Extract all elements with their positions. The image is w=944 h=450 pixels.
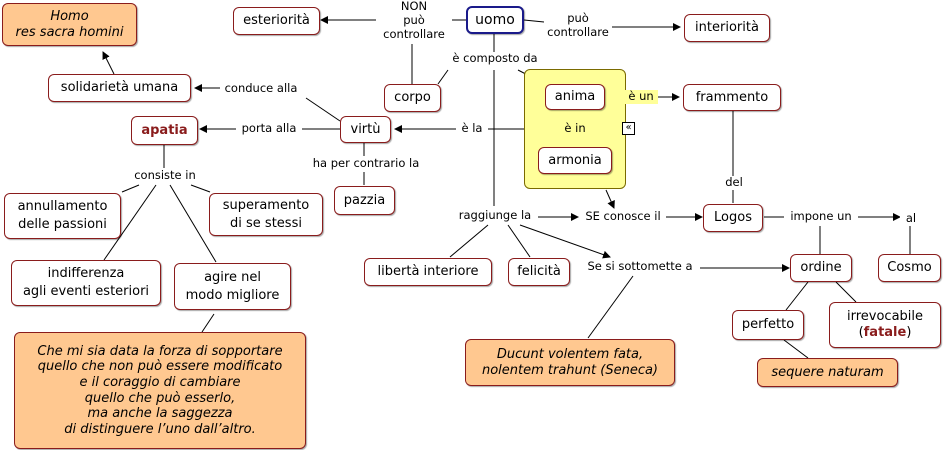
node-virtu[interactable]: virtù [340, 116, 391, 143]
link-label-consiste-in: consiste in [129, 168, 201, 183]
node-preghiera-della-serenita[interactable]: Che mi sia data la forza di sopportare q… [14, 332, 306, 449]
link-line [785, 281, 809, 311]
node-liberta-interiore[interactable]: libertà interiore [364, 258, 492, 286]
link-label-e-un: è un [624, 89, 658, 104]
node-ducunt-volentem-fata[interactable]: Ducunt volentem fata, nolentem trahunt (… [465, 339, 675, 386]
link-label-del: del [721, 175, 747, 190]
link-label-non-puo-controllare: NON può controllare [378, 0, 450, 42]
node-logos[interactable]: Logos [703, 204, 763, 232]
double-chevron-left-icon[interactable]: « [622, 122, 635, 135]
homo-line-2: res sacra homini [15, 24, 124, 40]
homo-line-1: Homo [50, 8, 89, 24]
link-arrow [102, 51, 115, 75]
link-label-impone-un: impone un [784, 209, 858, 224]
link-label-e-in: è in [561, 121, 589, 136]
link-label-ha-per-contrario-la: ha per contrario la [306, 156, 426, 171]
node-perfetto[interactable]: perfetto [732, 310, 804, 340]
node-armonia[interactable]: armonia [538, 147, 612, 174]
node-frammento[interactable]: frammento [683, 84, 781, 111]
irrevocabile-text: irrevocabile [846, 309, 924, 325]
node-esteriorita[interactable]: esteriorità [233, 7, 320, 35]
link-line [121, 184, 140, 193]
node-felicita[interactable]: felicità [508, 258, 570, 286]
link-line [523, 19, 545, 23]
node-irrevocabile-fatale[interactable]: irrevocabile (fatale) [829, 302, 941, 348]
node-anima[interactable]: anima [545, 84, 605, 110]
node-agire-nel-modo-migliore[interactable]: agire nel modo migliore [174, 263, 291, 310]
link-line [507, 224, 531, 258]
link-label-e-composto-da: è composto da [448, 51, 542, 66]
node-ordine[interactable]: ordine [790, 254, 852, 282]
node-apatia[interactable]: apatia [131, 116, 198, 145]
node-interiorita[interactable]: interiorità [684, 14, 770, 42]
link-label-raggiunge-la: raggiunge la [452, 208, 538, 223]
link-line [169, 184, 217, 263]
link-arrow [605, 189, 615, 209]
node-sequere-naturam[interactable]: sequere naturam [757, 358, 898, 387]
node-annullamento-delle-passioni[interactable]: annullamento delle passioni [4, 193, 121, 239]
link-label-se-conosce-il: SE conosce il [580, 209, 666, 224]
fatale-text: fatale [863, 325, 907, 340]
node-homo-res-sacra[interactable]: Homo res sacra homini [2, 3, 137, 46]
link-arrow [519, 224, 611, 259]
link-line [305, 97, 341, 122]
link-label-al: al [900, 211, 922, 226]
node-uomo[interactable]: uomo [466, 6, 524, 34]
link-line [449, 224, 489, 258]
link-line [437, 69, 449, 85]
fatale-line: (fatale) [858, 325, 912, 340]
link-line [201, 313, 215, 333]
node-pazzia[interactable]: pazzia [334, 186, 395, 215]
node-indifferenza-agli-eventi[interactable]: indifferenza agli eventi esteriori [11, 260, 161, 306]
link-label-porta-alla: porta alla [236, 121, 302, 136]
node-corpo[interactable]: corpo [384, 84, 441, 112]
link-label-puo-controllare: può controllare [544, 11, 612, 40]
link-line [835, 281, 857, 303]
node-superamento-di-se-stessi[interactable]: superamento di se stessi [209, 193, 323, 236]
link-line [103, 184, 157, 261]
link-line [783, 339, 809, 359]
link-label-conduce-alla: conduce alla [220, 81, 302, 96]
link-label-se-si-sottomette-a: Se si sottomette a [580, 259, 700, 274]
link-line [190, 184, 211, 193]
link-line [587, 275, 634, 339]
node-cosmo[interactable]: Cosmo [878, 254, 941, 282]
link-label-e-la: è la [456, 121, 488, 136]
node-solidarieta-umana[interactable]: solidarietà umana [48, 74, 191, 102]
